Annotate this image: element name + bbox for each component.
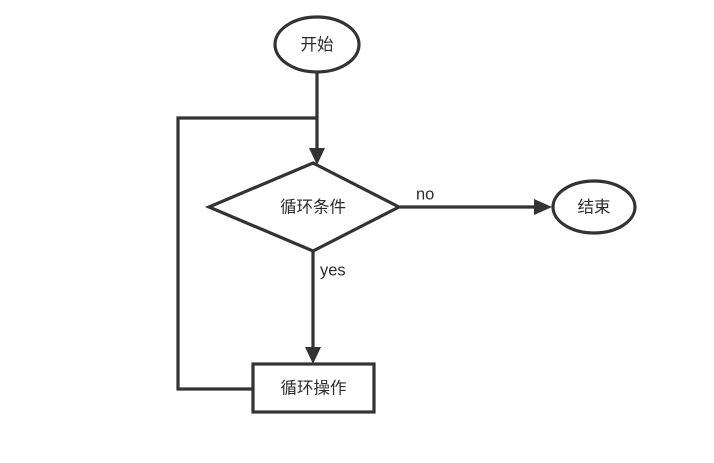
arrowhead-into-operation (305, 347, 321, 364)
node-start-label: 开始 (301, 35, 334, 54)
node-end-shape[interactable] (551, 179, 637, 235)
node-operation-shape[interactable] (251, 362, 376, 414)
node-start-shape[interactable] (273, 15, 361, 74)
node-start[interactable]: 开始 (273, 15, 361, 74)
node-condition-shape[interactable] (204, 161, 403, 253)
node-operation-label: 循环操作 (281, 378, 347, 397)
node-condition-label: 循环条件 (280, 197, 346, 216)
node-end[interactable]: 结束 (551, 179, 637, 235)
arrowhead-into-condition (309, 148, 325, 165)
edge-condition-to-operation (305, 252, 321, 364)
edge-label-yes: yes (320, 261, 346, 279)
arrowhead-into-end (534, 199, 552, 215)
node-operation[interactable]: 循环操作 (251, 362, 376, 414)
edge-condition-to-end (400, 199, 552, 215)
edge-start-to-condition (309, 72, 325, 165)
node-condition[interactable]: 循环条件 (204, 161, 403, 253)
node-end-label: 结束 (578, 197, 611, 216)
edge-label-no: no (416, 185, 434, 203)
edge-operation-to-condition (176, 116, 317, 391)
edge-operation-to-condition-path (176, 116, 317, 391)
